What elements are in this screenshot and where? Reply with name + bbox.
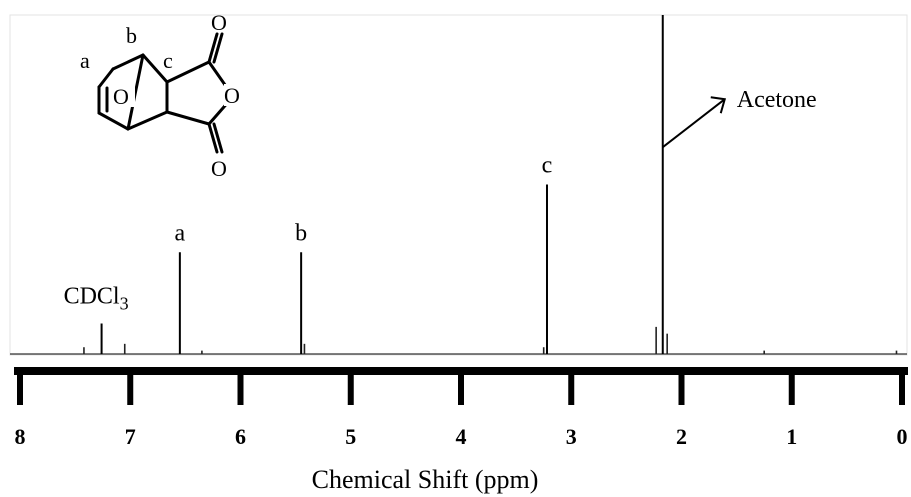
x-axis: 8 7 6 5 4 3 2 1 0 — [14, 367, 908, 449]
x-axis-tick — [347, 375, 354, 405]
peak-label-subscript: 3 — [120, 293, 129, 313]
x-tick-label: 0 — [897, 424, 908, 449]
x-axis-tick — [458, 375, 464, 405]
x-tick-label: 5 — [345, 424, 356, 449]
x-axis-tick — [127, 375, 134, 405]
peak-label: a — [175, 220, 186, 246]
peak-labels-layer: CDCl3 a b c Acetone — [64, 87, 817, 313]
x-tick-label: 2 — [676, 424, 687, 449]
x-tick-label: 3 — [566, 424, 577, 449]
peak-label: CDCl3 — [64, 283, 129, 313]
x-axis-tick — [678, 375, 685, 405]
x-axis-tick — [17, 375, 23, 405]
peak-label: c — [542, 153, 553, 179]
x-tick-label: 7 — [125, 424, 136, 449]
x-tick-label: 6 — [235, 424, 246, 449]
x-axis-bar — [14, 367, 908, 375]
x-tick-label: 1 — [786, 424, 797, 449]
plot-frame — [9, 14, 908, 356]
x-axis-tick — [568, 375, 575, 405]
acetone-arrow — [662, 96, 727, 149]
spectrum-layer — [10, 15, 907, 355]
structure-oxygen-carbonyl-top: O — [211, 10, 227, 35]
x-axis-tick — [899, 375, 905, 405]
x-axis-tick — [788, 375, 795, 405]
structure-oxygen-carbonyl-bottom: O — [211, 156, 227, 181]
x-tick-label: 4 — [456, 424, 467, 449]
structure-label-c: c — [163, 48, 173, 73]
structure-label-a: a — [80, 48, 90, 73]
structure-oxygen-bridge: O — [113, 84, 129, 109]
x-axis-tick — [237, 375, 244, 405]
structure-label-b: b — [126, 23, 137, 48]
x-tick-label: 8 — [15, 424, 26, 449]
peak-label: Acetone — [737, 87, 817, 113]
structure-atom-labels: a b c O O O O — [80, 10, 246, 181]
x-axis-title: Chemical Shift (ppm) — [312, 465, 539, 494]
peak-label: b — [295, 220, 307, 246]
structure-oxygen-ring: O — [224, 83, 240, 108]
